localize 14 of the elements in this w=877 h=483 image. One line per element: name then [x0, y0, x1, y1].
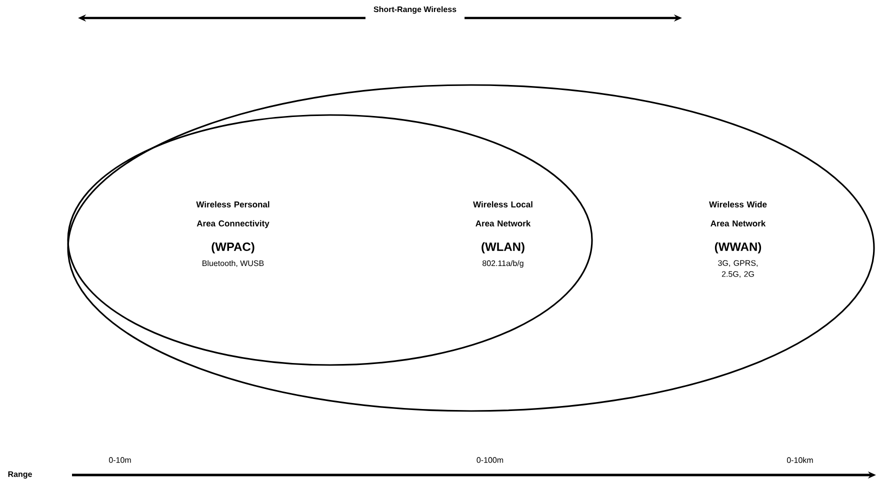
acronym-text: (WPAC)	[212, 242, 254, 254]
range-label: 0-10km	[786, 456, 814, 464]
heading-text: Wireless Wide Area Network	[709, 201, 767, 226]
technology-text: 3G, GPRS, 2.5G, 2G	[718, 260, 758, 278]
technology-text: Bluetooth, WUSB	[202, 260, 264, 268]
range-label: 0-100m	[475, 456, 505, 464]
heading-text: Wireless Personal Area Connectivity	[196, 201, 270, 228]
acronym-text: (WWAN)	[714, 242, 762, 254]
technology-text: 802.11a/b/g	[482, 260, 524, 268]
axis-label: Range	[6, 470, 34, 480]
heading-text: Short-Range Wireless	[365, 0, 465, 22]
range-label: 0-10m	[108, 456, 132, 464]
acronym-text: (WLAN)	[482, 242, 524, 254]
heading-text: Wireless Local Area Network	[473, 201, 532, 226]
